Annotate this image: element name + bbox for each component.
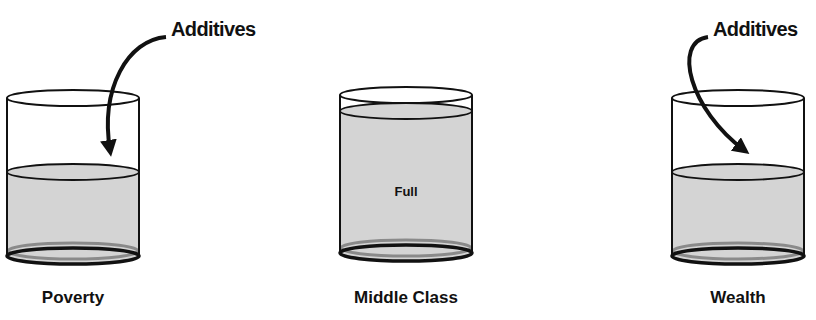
pour-arrow: [108, 37, 166, 150]
water-surface: [340, 103, 472, 119]
glass-outline: [670, 88, 806, 268]
additive-label: Additives: [713, 18, 798, 41]
glass-wall: [340, 95, 472, 253]
level-text: Full: [318, 184, 494, 199]
class-label: Poverty: [0, 288, 161, 308]
water-fill: [340, 103, 472, 261]
glass-node: Poverty: [5, 88, 141, 268]
glass-rim: [672, 90, 804, 106]
water-fill: [7, 164, 139, 264]
glass-wall: [672, 98, 804, 256]
glass-outline: [5, 88, 141, 268]
water-fill: [672, 164, 804, 264]
additive-label: Additives: [171, 18, 256, 41]
glass-base: [7, 248, 139, 264]
pour-arrow: [689, 37, 744, 150]
class-label: Wealth: [650, 288, 816, 308]
glass-base: [340, 245, 472, 261]
glass-node: FullMiddle Class: [338, 85, 474, 265]
water-surface: [672, 164, 804, 180]
water-surface: [7, 164, 139, 180]
class-label: Middle Class: [318, 288, 494, 308]
glass-rim: [340, 87, 472, 103]
glass-wall: [7, 98, 139, 256]
glass-rim: [7, 90, 139, 106]
glass-node: Wealth: [670, 88, 806, 268]
glass-base: [672, 248, 804, 264]
glass-outline: [338, 85, 474, 265]
